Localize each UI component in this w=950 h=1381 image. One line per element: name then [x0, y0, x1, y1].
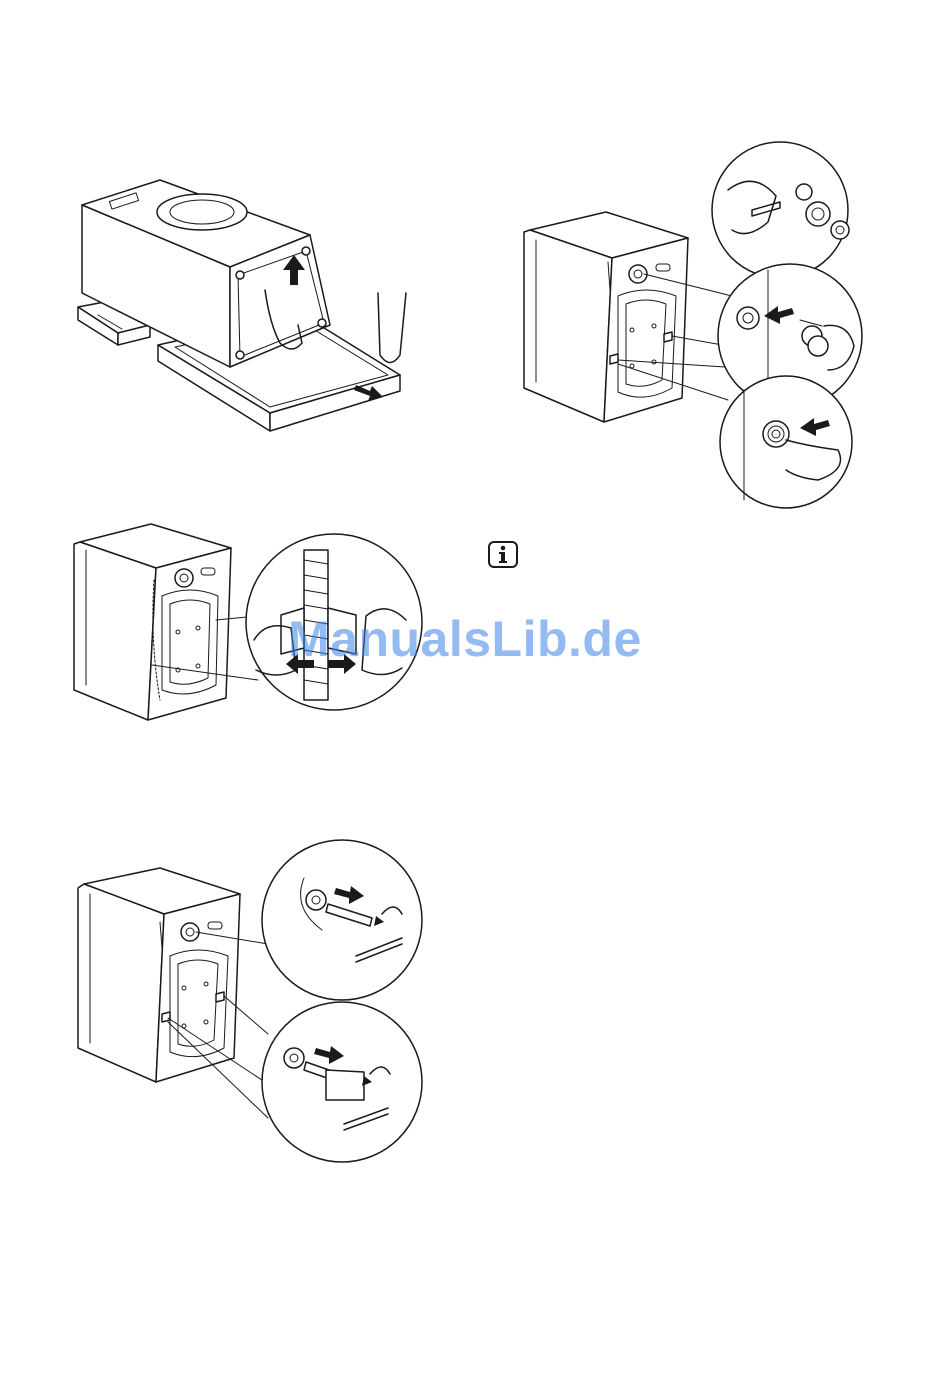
- figure-cap-insertion: [518, 150, 863, 515]
- watermark-text: ManualsLib.de: [288, 610, 642, 668]
- figure-transit-bolt-removal: [72, 838, 432, 1173]
- figure-packaging-base-removal: [70, 175, 420, 440]
- info-icon: [488, 541, 518, 568]
